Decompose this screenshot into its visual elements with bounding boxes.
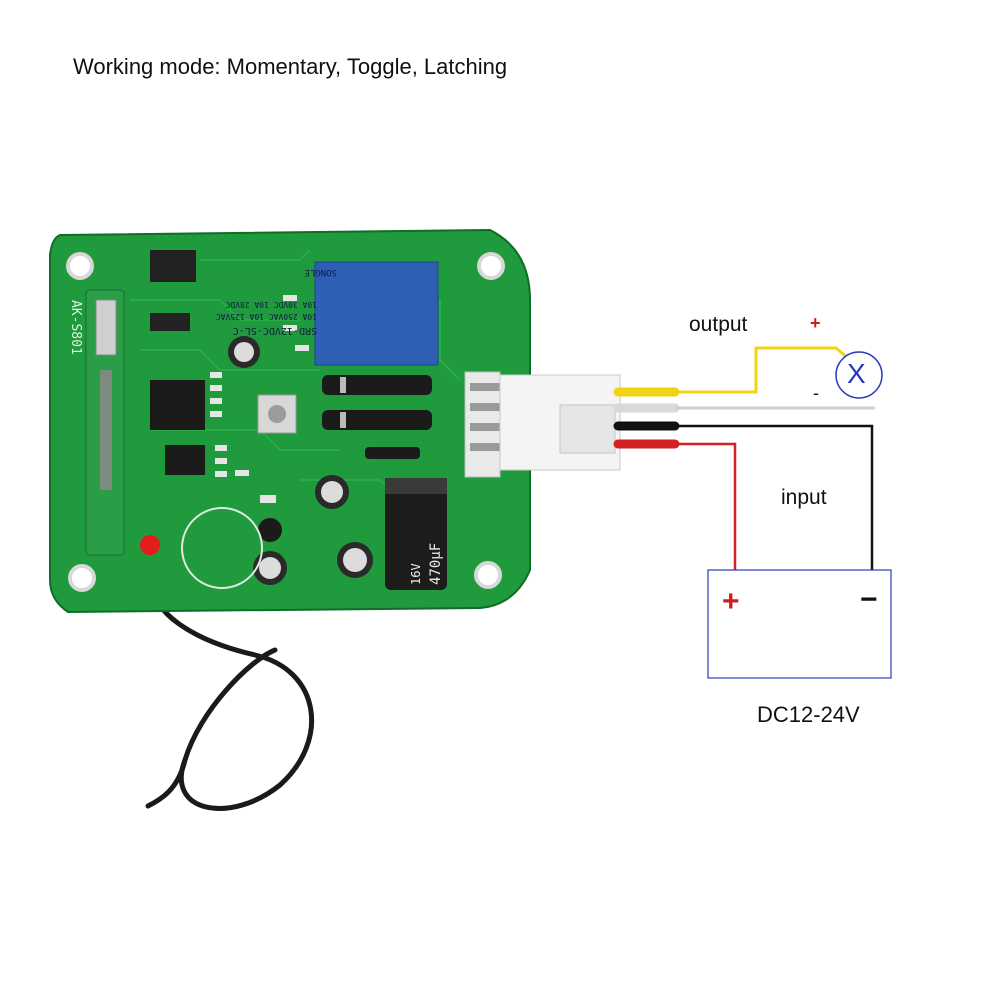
output-label: output bbox=[689, 313, 748, 336]
lamp-symbol bbox=[835, 351, 883, 399]
status-led bbox=[140, 535, 160, 555]
pin-header bbox=[150, 250, 196, 282]
relay-rating-2: 10A 30VDC 10A 28VDC bbox=[225, 300, 317, 309]
working-mode-heading: Working mode: Momentary, Toggle, Latchin… bbox=[73, 54, 508, 79]
output-minus-sign: - bbox=[813, 383, 819, 403]
pcb-silkscreen: AK-S801 bbox=[68, 300, 83, 355]
battery-plus-sign: + bbox=[722, 585, 740, 618]
ic-chip-1 bbox=[150, 380, 205, 430]
lamp-x-symbol: X bbox=[847, 358, 866, 389]
output-plus-sign: + bbox=[810, 313, 821, 333]
capacitor-voltage: 16V bbox=[409, 563, 423, 585]
relay-model-text: SRD-12VDC-SL-C bbox=[233, 325, 317, 336]
input-negative-line bbox=[675, 424, 874, 570]
antenna-tail bbox=[145, 757, 188, 809]
input-positive-line bbox=[675, 442, 737, 570]
receiver-board: 470µF 16V SRD-12VDC-SL-C 10A 250VAC 10A … bbox=[49, 228, 621, 614]
large-capacitor: 470µF 16V bbox=[385, 478, 447, 590]
output-positive-line bbox=[675, 346, 851, 394]
relay-rating-1: 10A 250VAC 10A 125VAC bbox=[216, 312, 317, 321]
output-wires bbox=[613, 387, 680, 449]
ic-chip-2 bbox=[165, 445, 205, 475]
antenna-wire bbox=[152, 582, 315, 811]
input-label: input bbox=[781, 486, 827, 509]
mounting-holes bbox=[66, 252, 505, 592]
relay-brand: SONGLE bbox=[304, 267, 337, 277]
battery-minus-sign: − bbox=[860, 583, 878, 616]
supply-voltage-label: DC12-24V bbox=[757, 702, 860, 727]
power-supply-box bbox=[707, 569, 892, 679]
diode-1 bbox=[322, 375, 432, 395]
relay: SRD-12VDC-SL-C 10A 250VAC 10A 125VAC 10A… bbox=[216, 261, 439, 366]
wire-connector bbox=[464, 371, 621, 478]
buzzer-outline bbox=[181, 507, 263, 589]
capacitor-label: 470µF bbox=[428, 543, 444, 585]
diode-2 bbox=[322, 410, 432, 430]
